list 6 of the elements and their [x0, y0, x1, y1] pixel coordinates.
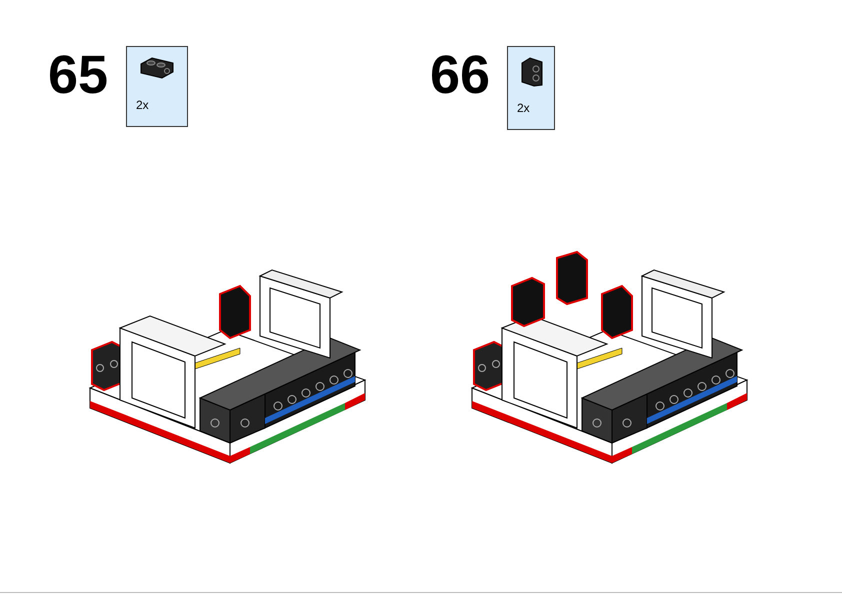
quantity-label: 2x	[136, 98, 149, 112]
quantity-label: 2x	[517, 101, 530, 115]
step-number: 65	[48, 48, 108, 102]
parts-callout	[507, 46, 555, 130]
step-number: 66	[430, 48, 490, 102]
parts-callout	[126, 46, 188, 127]
